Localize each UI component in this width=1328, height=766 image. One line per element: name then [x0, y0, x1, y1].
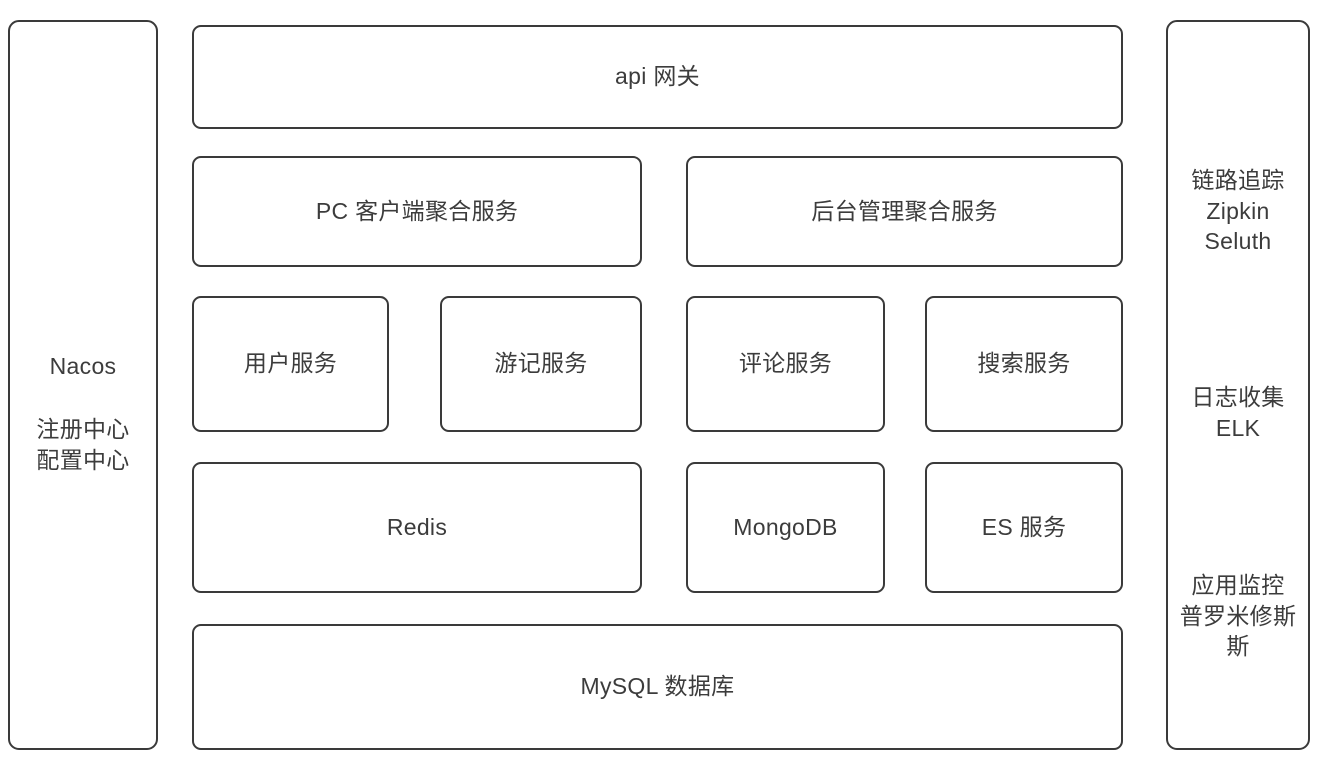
- user-service-box[interactable]: 用户服务: [192, 296, 389, 432]
- travel-notes-service-box[interactable]: 游记服务: [440, 296, 642, 432]
- redis-box[interactable]: Redis: [192, 462, 642, 593]
- observability-monitoring-label: 应用监控 普罗米修斯 斯: [1179, 572, 1297, 660]
- search-service-box[interactable]: 搜索服务: [925, 296, 1123, 432]
- mongodb-label: MongoDB: [733, 513, 838, 540]
- nacos-panel[interactable]: Nacos 注册中心 配置中心: [8, 20, 158, 750]
- observability-tracing-label: 链路追踪 Zipkin Seluth: [1191, 167, 1285, 255]
- mysql-database-box[interactable]: MySQL 数据库: [192, 624, 1123, 750]
- api-gateway-label: api 网关: [615, 63, 700, 90]
- observability-panel[interactable]: 链路追踪 Zipkin Seluth 日志收集 ELK 应用监控 普罗米修斯 斯: [1166, 20, 1310, 750]
- admin-aggregation-service-label: 后台管理聚合服务: [811, 197, 998, 224]
- pc-client-aggregation-service-box[interactable]: PC 客户端聚合服务: [192, 156, 642, 267]
- mongodb-box[interactable]: MongoDB: [686, 462, 885, 593]
- redis-label: Redis: [386, 513, 448, 540]
- user-service-label: 用户服务: [243, 350, 338, 377]
- admin-aggregation-service-box[interactable]: 后台管理聚合服务: [686, 156, 1123, 267]
- comment-service-label: 评论服务: [738, 350, 833, 377]
- comment-service-box[interactable]: 评论服务: [686, 296, 885, 432]
- nacos-panel-subtitle: 注册中心 配置中心: [36, 416, 130, 473]
- es-service-box[interactable]: ES 服务: [925, 462, 1123, 593]
- observability-logging-label: 日志收集 ELK: [1191, 384, 1285, 441]
- nacos-panel-title: Nacos: [49, 353, 117, 379]
- es-service-label: ES 服务: [981, 513, 1067, 540]
- search-service-label: 搜索服务: [977, 350, 1071, 377]
- api-gateway-box[interactable]: api 网关: [192, 25, 1123, 129]
- travel-notes-service-label: 游记服务: [494, 350, 588, 377]
- mysql-database-label: MySQL 数据库: [580, 673, 735, 700]
- pc-client-aggregation-service-label: PC 客户端聚合服务: [315, 197, 519, 224]
